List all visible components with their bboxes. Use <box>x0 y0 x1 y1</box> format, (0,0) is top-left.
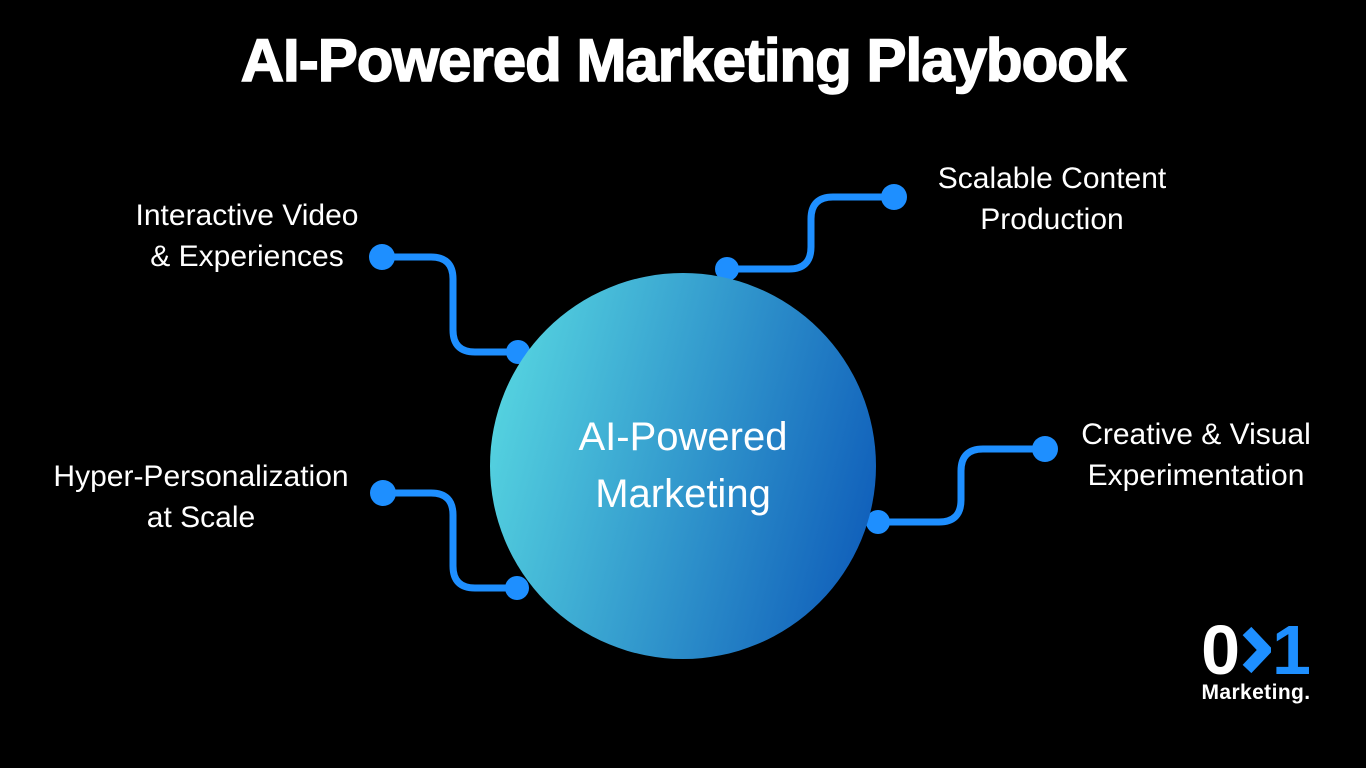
connector-dot <box>370 480 396 506</box>
logo-zero: 0 <box>1201 611 1240 689</box>
node-label-line: Interactive Video <box>135 199 359 232</box>
logo-wordmark: Marketing. <box>1201 681 1311 704</box>
page-title: AI-Powered Marketing Playbook <box>240 26 1127 95</box>
node-label-line: Creative & Visual <box>1081 418 1311 451</box>
node-label-line: Experimentation <box>1087 459 1305 492</box>
center-circle: AI-Powered Marketing <box>490 273 876 659</box>
logo-one: 1 <box>1272 611 1311 689</box>
node-label-creative-visual: Creative & Visual Experimentation <box>1036 414 1356 496</box>
node-label-line: Scalable Content <box>937 162 1167 195</box>
node-label-hyper-personalization: Hyper-Personalization at Scale <box>31 456 371 538</box>
connector-scalable-content <box>715 184 907 281</box>
connector-creative-visual <box>866 436 1058 534</box>
logo-mark: 0 1 <box>1201 615 1311 685</box>
node-label-scalable-content: Scalable Content Production <box>902 158 1202 240</box>
node-label-line: at Scale <box>146 501 256 534</box>
connector-dot <box>505 576 529 600</box>
node-label-interactive-video: Interactive Video & Experiences <box>77 195 417 277</box>
center-label-line-1: AI-Powered <box>578 415 788 459</box>
chevron-right-icon <box>1242 626 1271 674</box>
center-label-line-2: Marketing <box>595 472 771 516</box>
brand-logo: 0 1 Marketing. <box>1190 615 1322 705</box>
node-label-line: Hyper-Personalization <box>53 460 349 493</box>
node-label-line: Production <box>980 203 1124 236</box>
node-label-line: & Experiences <box>150 240 344 273</box>
